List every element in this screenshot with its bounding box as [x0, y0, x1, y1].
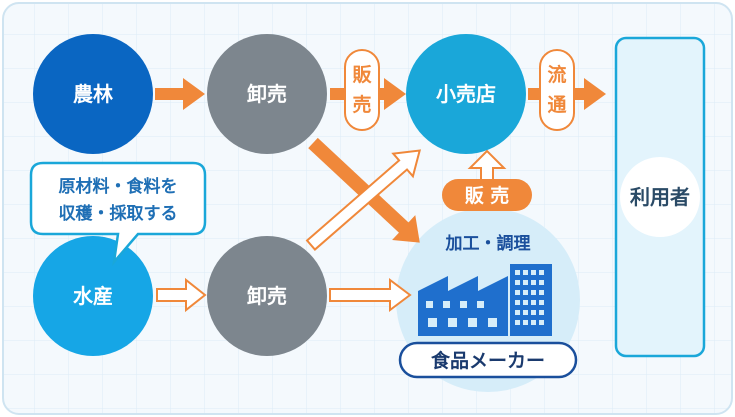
- callout-line2: 収穫・採取する: [59, 203, 178, 224]
- maker-label-pill: [398, 341, 578, 379]
- callout-bubble: [29, 161, 207, 267]
- sale-pill-top-char1: 販: [352, 64, 372, 86]
- distribution-pill-char2: 通: [547, 94, 567, 116]
- arrow-fisheries-to-wholesale: [156, 277, 207, 313]
- sale-pill-top: [344, 49, 380, 131]
- arrow-maker-to-retail: [467, 149, 507, 181]
- sale-pill-top-char2: 売: [352, 93, 371, 116]
- fisheries-node: [33, 236, 153, 356]
- fisheries-label: 水産: [73, 284, 113, 308]
- wholesale-top-label: 卸売: [247, 82, 287, 106]
- callout-line1: 原材料・食料を: [59, 176, 178, 197]
- retail-node: [406, 34, 526, 154]
- distribution-pill-char1: 流: [547, 63, 566, 86]
- maker-sale-badge: [442, 179, 532, 211]
- wholesale-bottom-label: 卸売: [247, 284, 287, 308]
- wholesale-bottom-node: [207, 236, 327, 356]
- arrow-wholesale-to-maker: [308, 137, 420, 243]
- wholesale-top-node: [207, 34, 327, 154]
- retail-label: 小売店: [436, 82, 496, 106]
- consumer-circle: [620, 157, 700, 237]
- consumer-label: 利用者: [630, 185, 690, 209]
- farming-label: 農林: [73, 82, 113, 106]
- arrow-farming-to-wholesale: [155, 78, 205, 110]
- distribution-pill: [539, 49, 575, 131]
- farming-node: [33, 34, 153, 154]
- maker-label: 食品メーカー: [431, 349, 545, 372]
- arrow-wholesale-to-maker-hollow: [329, 278, 412, 312]
- maker-sale-label: 販 売: [465, 184, 510, 207]
- processing-label: 加工・調理: [445, 233, 531, 254]
- factory-icon: [418, 276, 508, 336]
- arrow-wholesale-to-retail-hollow: [305, 149, 422, 251]
- office-building-icon: [510, 264, 552, 336]
